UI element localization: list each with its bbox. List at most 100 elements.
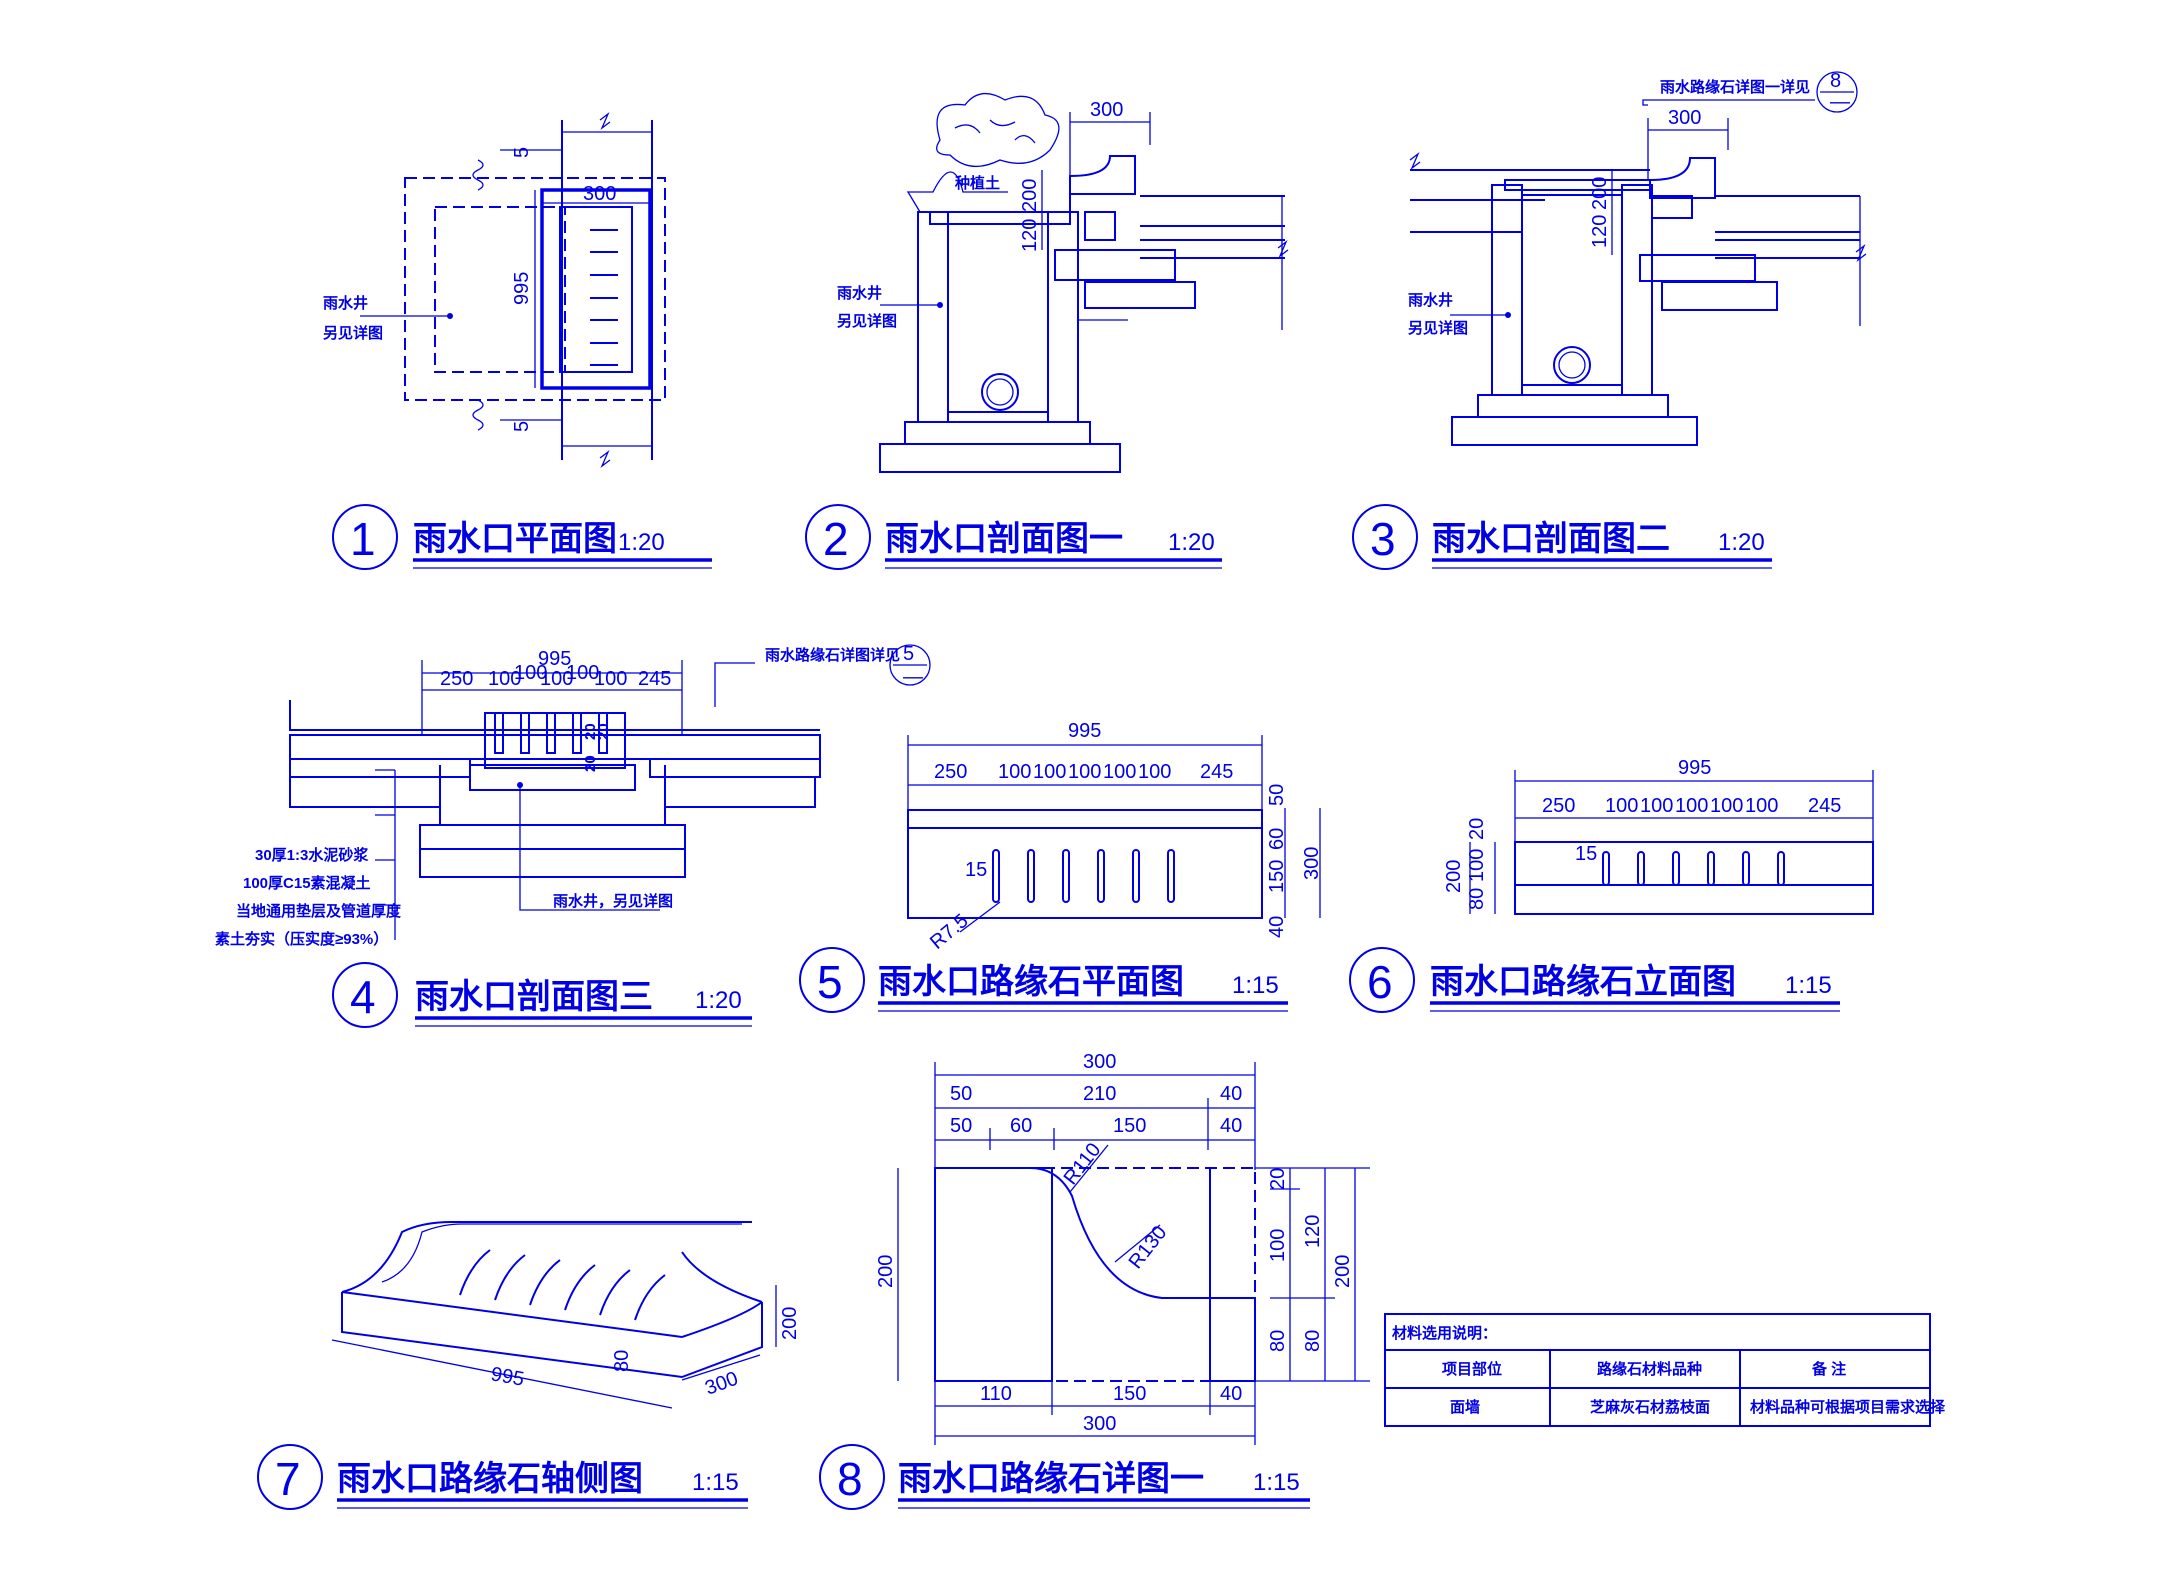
d5-dim-150: 150 xyxy=(1266,860,1288,893)
d7-dim-995: 995 xyxy=(489,1363,526,1390)
table-cell-part: 面墙 xyxy=(1450,1398,1480,1416)
svg-text:100: 100 xyxy=(1103,761,1136,783)
d6-dim-15: 15 xyxy=(1575,843,1597,865)
title-7-text: 雨水口路缘石轴侧图 xyxy=(337,1460,643,1498)
svg-text:100: 100 xyxy=(998,761,1031,783)
d5-dim-300: 300 xyxy=(1301,847,1323,880)
d4-ref-note: 雨水路缘石详图详见 xyxy=(765,646,900,664)
d2-dim-200: 200 xyxy=(1019,179,1041,212)
d7-dim-300: 300 xyxy=(702,1368,741,1400)
title-6-number: 6 xyxy=(1367,956,1393,1008)
d3-dim-200: 200 xyxy=(1589,177,1611,210)
svg-text:245: 245 xyxy=(1200,761,1233,783)
d6-dim-total: 995 xyxy=(1678,757,1711,779)
d8-r2-40: 40 xyxy=(1220,1115,1242,1137)
svg-text:—: — xyxy=(1830,91,1850,113)
svg-text:100: 100 xyxy=(1640,795,1673,817)
detail-6-curb-elevation: 995 250 100 100 100 100 100 245 15 20 10… xyxy=(1443,757,1874,915)
d8-r2-50: 50 xyxy=(950,1115,972,1137)
d2-dim-300: 300 xyxy=(1090,99,1123,121)
d8-left200: 200 xyxy=(875,1255,897,1288)
table-cell-notes: 材料品种可根据项目需求选择 xyxy=(1750,1398,1946,1416)
title-8: 8 雨水口路缘石详图一 1:15 xyxy=(819,1444,1310,1510)
title-2-text: 雨水口剖面图一 xyxy=(885,520,1123,558)
svg-text:100: 100 xyxy=(1138,761,1171,783)
table-cell-material: 芝麻灰石材荔枝面 xyxy=(1590,1398,1710,1416)
d5-dim-total: 995 xyxy=(1068,720,1101,742)
title-3: 3 雨水口剖面图二 1:20 xyxy=(1352,504,1772,570)
d3-note-well: 雨水井 xyxy=(1408,291,1453,309)
d2-note-well: 雨水井 xyxy=(837,284,882,302)
d1-dim-300: 300 xyxy=(583,183,616,205)
detail-1-plan: 300 995 5 5 雨水井 另见详图 xyxy=(323,112,666,468)
title-5-scale: 1:15 xyxy=(1232,972,1279,999)
title-3-text: 雨水口剖面图二 xyxy=(1432,520,1670,558)
svg-text:100: 100 xyxy=(1605,795,1638,817)
d8-r1-40: 40 xyxy=(1220,1083,1242,1105)
detail-4-section: 995 250 100 100 100 100 100 245 20 xyxy=(215,643,931,948)
d3-dim-120: 120 xyxy=(1589,215,1611,248)
title-2-number: 2 xyxy=(823,513,849,565)
title-5-number: 5 xyxy=(817,956,843,1008)
title-4-text: 雨水口剖面图三 xyxy=(415,978,653,1016)
table-header-material: 路缘石材料品种 xyxy=(1597,1360,1702,1378)
d8-bot300: 300 xyxy=(1083,1413,1116,1435)
d1-note-see: 另见详图 xyxy=(323,324,383,342)
d2-soil: 种植土 xyxy=(954,174,1000,192)
svg-text:245: 245 xyxy=(638,668,671,690)
svg-text:当地通用垫层及管道厚度: 当地通用垫层及管道厚度 xyxy=(236,902,402,920)
d6-dim-200: 200 xyxy=(1443,860,1465,893)
svg-text:245: 245 xyxy=(1808,795,1841,817)
d6-dim-100: 100 xyxy=(1466,849,1488,882)
d6-dim-20: 20 xyxy=(1466,818,1488,840)
d8-r1-50: 50 xyxy=(950,1083,972,1105)
d4-v20a: 20 xyxy=(582,755,599,772)
d4-v20b: 20 xyxy=(582,723,599,740)
svg-text:素土夯实（压实度≥93%）: 素土夯实（压实度≥93%） xyxy=(215,930,388,948)
d3-ref-num: 8 xyxy=(1830,70,1841,92)
svg-text:100厚C15素混凝土: 100厚C15素混凝土 xyxy=(243,874,371,892)
drain-slots xyxy=(590,229,618,366)
detail-3-section: 300 200 120 雨水路缘石详图一详见 8 — 雨水井 另见详图 xyxy=(1408,70,1867,446)
d8-r2-60: 60 xyxy=(1010,1115,1032,1137)
d5-dim-40: 40 xyxy=(1266,916,1288,938)
svg-text:100: 100 xyxy=(1068,761,1101,783)
d3-dim-300: 300 xyxy=(1668,107,1701,129)
title-6-scale: 1:15 xyxy=(1785,972,1832,999)
title-1: 1 雨水口平面图 1:20 xyxy=(332,504,712,570)
svg-text:100: 100 xyxy=(1745,795,1778,817)
d8-right-20: 20 xyxy=(1267,1168,1289,1190)
d8-r2-150: 150 xyxy=(1113,1115,1146,1137)
title-1-number: 1 xyxy=(350,513,376,565)
d5-dim-50: 50 xyxy=(1266,784,1288,806)
d8-right2-120: 120 xyxy=(1302,1215,1324,1248)
detail-7-axonometric: 995 300 200 80 xyxy=(331,1221,801,1409)
d4-ref-num: 5 xyxy=(903,643,914,665)
svg-text:100: 100 xyxy=(1033,761,1066,783)
d4-well-note: 雨水井，另见详图 xyxy=(553,892,673,910)
d8-r130: R130 xyxy=(1125,1222,1172,1273)
d5-dim-15: 15 xyxy=(965,859,987,881)
d4-v20c: 20 xyxy=(595,723,612,740)
table-header-notes: 备 注 xyxy=(1811,1360,1846,1378)
d8-top300: 300 xyxy=(1083,1051,1116,1073)
d8-right-80: 80 xyxy=(1267,1330,1289,1352)
d5-slots xyxy=(992,849,1175,903)
title-3-scale: 1:20 xyxy=(1718,529,1765,556)
title-3-number: 3 xyxy=(1370,513,1396,565)
d5-dim-row: 250 100 100 100 100 100 245 xyxy=(934,761,1233,783)
d7-dim-200: 200 xyxy=(779,1307,801,1340)
d7-dim-80: 80 xyxy=(611,1350,633,1372)
title-8-scale: 1:15 xyxy=(1253,1469,1300,1496)
detail-5-curb-plan: 995 250 100 100 100 100 100 245 15 R7.5 … xyxy=(907,720,1323,954)
d8-bot-110: 110 xyxy=(980,1383,1012,1405)
svg-text:250: 250 xyxy=(1542,795,1575,817)
material-table: 材料选用说明： 项目部位 路缘石材料品种 备 注 面墙 芝麻灰石材荔枝面 材料品… xyxy=(1384,1313,1946,1427)
d8-right200: 200 xyxy=(1332,1255,1354,1288)
svg-text:100: 100 xyxy=(540,668,573,690)
svg-text:250: 250 xyxy=(440,668,473,690)
d8-bot-150: 150 xyxy=(1113,1383,1146,1405)
d6-dim-80: 80 xyxy=(1466,888,1488,910)
svg-text:100: 100 xyxy=(594,668,627,690)
